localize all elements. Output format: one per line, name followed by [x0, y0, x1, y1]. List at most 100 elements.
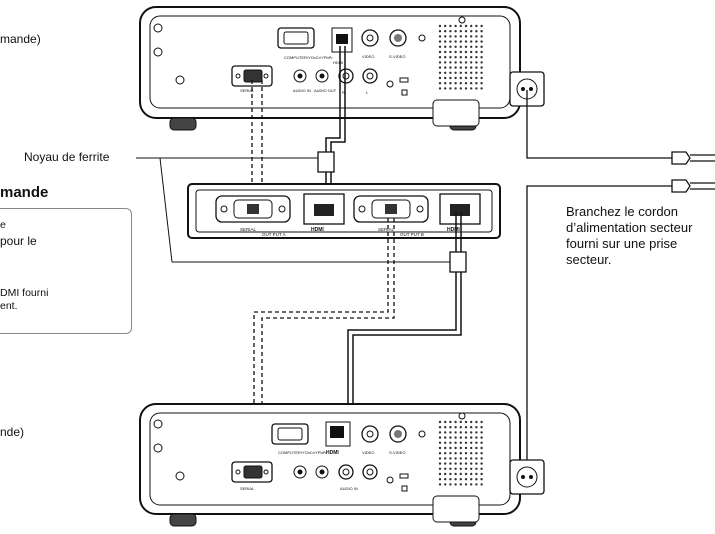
vent-hole — [475, 56, 478, 59]
vent-hole — [449, 71, 452, 75]
vent-hole — [464, 71, 468, 75]
note-line-3: DMI fourni — [0, 287, 49, 299]
vent-hole — [475, 50, 478, 54]
vent-hole — [470, 87, 473, 90]
vent-hole — [444, 71, 447, 75]
vent-hole — [464, 462, 468, 465]
vent-hole — [454, 61, 457, 64]
svideo-port-label: S-VIDEO — [389, 54, 405, 59]
vent-hole — [480, 462, 483, 465]
bottom-left-caption: nde) — [0, 425, 25, 439]
vent-hole — [449, 24, 452, 28]
vent-hole — [438, 45, 442, 48]
vent-hole — [459, 66, 462, 69]
vent-hole — [438, 452, 442, 455]
hdmi-port-bottom — [325, 421, 351, 447]
vent-hole — [475, 446, 478, 450]
vent-hole — [464, 82, 468, 85]
vent-hole — [438, 472, 442, 476]
vent-hole — [459, 420, 462, 424]
vent-hole — [449, 436, 452, 439]
vent-hole — [475, 76, 478, 80]
vent-hole — [459, 431, 462, 434]
vent-hole — [475, 441, 478, 444]
video-port — [361, 29, 379, 47]
vent-hole — [480, 40, 483, 43]
vent-hole — [480, 76, 483, 80]
vent-hole — [444, 478, 447, 481]
vent-hole — [449, 45, 452, 48]
vent-hole — [459, 45, 462, 48]
vent-hole — [475, 462, 478, 465]
vent-hole — [454, 441, 457, 444]
vent-hole — [438, 76, 442, 80]
vent-hole — [454, 483, 457, 486]
vent-hole — [438, 71, 442, 75]
vent-hole — [475, 426, 478, 429]
audio-group-bottom-label: AUDIO IN — [340, 486, 358, 491]
top-left-caption: mande) — [0, 32, 41, 46]
vent-hole — [480, 87, 483, 90]
audio-in-label: AUDIO IN — [293, 88, 311, 93]
vent-hole — [464, 441, 468, 444]
vent-hole — [459, 30, 462, 33]
vent-hole — [449, 40, 452, 43]
vent-grid-bottom — [438, 420, 483, 486]
vent-hole — [444, 446, 447, 450]
vent-hole — [480, 35, 483, 38]
vent-hole — [475, 483, 478, 486]
vent-hole — [475, 71, 478, 75]
vent-hole — [454, 431, 457, 434]
vent-hole — [470, 82, 473, 85]
vent-hole — [464, 66, 468, 69]
vent-hole — [438, 66, 442, 69]
vent-hole — [475, 35, 478, 38]
vent-hole — [464, 56, 468, 59]
vent-hole — [459, 441, 462, 444]
vent-hole — [470, 40, 473, 43]
vent-hole — [480, 457, 483, 460]
serial-port-top-label: SERIAL — [240, 88, 255, 93]
vent-hole — [444, 472, 447, 476]
vent-hole — [480, 24, 483, 28]
vent-hole — [470, 431, 473, 434]
vent-hole — [464, 467, 468, 470]
vent-hole — [470, 483, 473, 486]
vent-hole — [464, 426, 468, 429]
vent-hole — [449, 441, 452, 444]
vent-hole — [480, 420, 483, 424]
vent-hole — [464, 420, 468, 424]
vent-hole — [470, 446, 473, 450]
hub-serial-a — [215, 195, 291, 223]
vent-hole — [480, 56, 483, 59]
audio-in-jack — [293, 69, 307, 83]
vent-hole — [449, 483, 452, 486]
vent-hole — [470, 24, 473, 28]
computer-port-bottom-label: COMPUTER/YCbCr/YPbPr — [278, 450, 327, 455]
hdmi-port-bottom-label: HDMI — [326, 450, 339, 456]
vent-hole — [464, 483, 468, 486]
vent-hole — [459, 452, 462, 455]
vent-hole — [449, 87, 452, 90]
vent-hole — [470, 66, 473, 69]
vent-hole — [454, 82, 457, 85]
vent-hole — [444, 45, 447, 48]
lock-icon-bottom — [401, 485, 408, 492]
ferrite-core-a — [317, 151, 335, 173]
vent-hole — [438, 82, 442, 85]
vent-hole — [475, 30, 478, 33]
vent-hole — [464, 472, 468, 476]
vent-hole — [444, 462, 447, 465]
vent-hole — [449, 446, 452, 450]
vent-hole — [454, 472, 457, 476]
vent-hole — [449, 472, 452, 476]
vent-hole — [454, 30, 457, 33]
vent-hole — [459, 71, 462, 75]
vent-hole — [464, 87, 468, 90]
power-plug-top — [671, 151, 691, 165]
vent-hole — [438, 426, 442, 429]
vent-hole — [464, 431, 468, 434]
vent-hole — [449, 462, 452, 465]
vent-hole — [480, 45, 483, 48]
vent-hole — [454, 462, 457, 465]
